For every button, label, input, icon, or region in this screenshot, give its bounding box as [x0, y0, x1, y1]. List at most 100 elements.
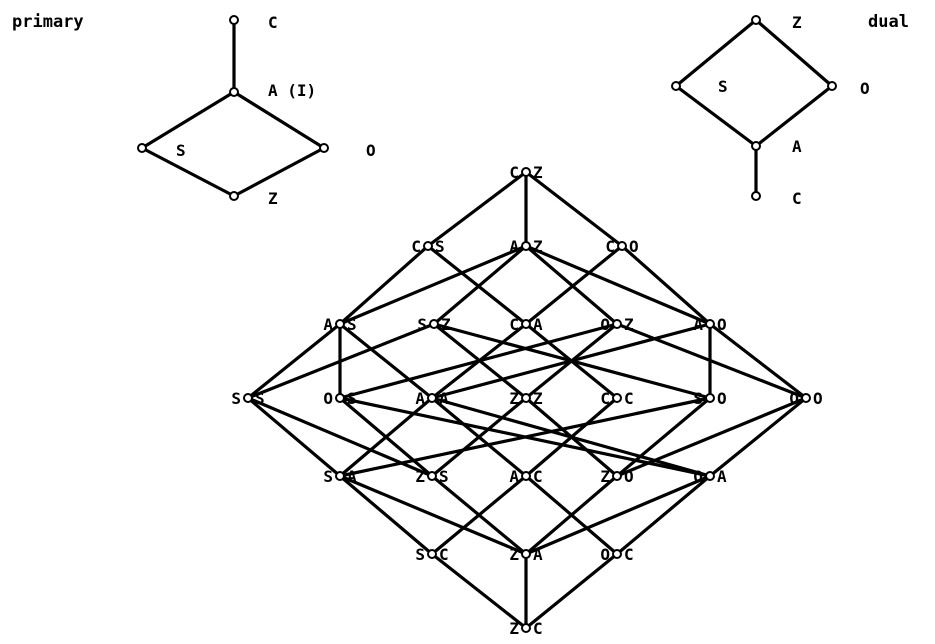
lattice-label-right-AA: A	[439, 389, 449, 408]
lattice-label-left-CA: C	[509, 315, 519, 334]
lattice-edge-ZA-ZS	[430, 474, 528, 556]
lattice-label-left-CO: C	[605, 237, 615, 256]
lattice-label-right-CO: O	[629, 237, 639, 256]
lattice-edge-CS-CZ	[426, 170, 528, 248]
lattice-node-AA	[427, 393, 437, 403]
lattice-node-SZ	[429, 319, 439, 329]
dual-node-Z	[751, 15, 761, 25]
primary-label-O: O	[366, 141, 376, 160]
lattice-node-AC	[521, 471, 531, 481]
lattice-label-right-CS: S	[435, 237, 445, 256]
lattice-edge-OA-OO	[708, 396, 808, 478]
lattice-label-left-CZ: C	[509, 163, 519, 182]
lattice-label-left-ZA: Z	[509, 545, 519, 564]
primary-title: primary	[12, 12, 84, 32]
dual-label-A: A	[792, 137, 802, 156]
dual-label-Z: Z	[792, 13, 802, 32]
lattice-label-right-ZO: O	[624, 467, 634, 486]
lattice-label-left-AS: A	[323, 315, 333, 334]
primary-label-Z: Z	[268, 189, 278, 208]
lattice-label-right-OZ: Z	[624, 315, 634, 334]
lattice-edge-SO-SZ	[432, 322, 712, 400]
lattice-label-right-OS: S	[347, 389, 357, 408]
dual-node-O	[827, 81, 837, 91]
lattice-edge-OA-AA	[430, 396, 712, 478]
lattice-node-ZZ	[521, 393, 531, 403]
lattice-label-left-CS: C	[411, 237, 421, 256]
dual-edge-Z-S	[674, 18, 758, 88]
dual-label-S: S	[718, 77, 728, 96]
lattice-label-left-ZC: Z	[509, 619, 519, 638]
dual-node-S	[671, 81, 681, 91]
lattice-label-right-ZC: C	[533, 619, 543, 638]
lattice-edge-SA-SS	[246, 396, 342, 478]
lattice-node-ZO	[612, 471, 622, 481]
lattice-label-left-AO: A	[693, 315, 703, 334]
lattice-node-OS	[335, 393, 345, 403]
lattice-edge-CO-CZ	[524, 170, 624, 248]
primary-edge-O-Z	[232, 146, 326, 198]
lattice-label-right-AZ: Z	[533, 237, 543, 256]
lattice-label-right-SO: O	[717, 389, 727, 408]
lattice-node-ZA	[521, 549, 531, 559]
lattice-node-ZS	[427, 471, 437, 481]
lattice-label-left-OZ: O	[600, 315, 610, 334]
dual-edge-Z-O	[754, 18, 834, 88]
lattice-label-left-OO: O	[789, 389, 799, 408]
lattice-edge-ZZ-SZ	[432, 322, 528, 400]
lattice-label-left-ZZ: Z	[509, 389, 519, 408]
lattice-label-right-CA: A	[533, 315, 543, 334]
dual-node-A	[751, 141, 761, 151]
lattice-node-CO	[617, 241, 627, 251]
lattice-label-left-AZ: A	[509, 237, 519, 256]
lattice-label-right-AS: S	[347, 315, 357, 334]
lattice-label-left-SZ: S	[417, 315, 427, 334]
primary-label-C: C	[268, 13, 278, 32]
lattice-label-right-ZA: A	[533, 545, 543, 564]
lattice-node-OA	[705, 471, 715, 481]
dual-title: dual	[868, 12, 909, 32]
lattice-node-AO	[705, 319, 715, 329]
lattice-edge-ZC-OC	[524, 552, 619, 630]
primary-edge-A-O	[232, 90, 326, 150]
lattice-edge-AS-AZ	[338, 244, 528, 326]
lattice-node-OC	[612, 549, 622, 559]
lattice-label-left-AA: A	[415, 389, 425, 408]
lattice-edge-ZA-OA	[524, 474, 712, 556]
lattice-label-right-CC: C	[624, 389, 634, 408]
lattice-edge-SZ-AZ	[432, 244, 528, 326]
primary-label-S: S	[176, 141, 186, 160]
lattice-edge-CA-CS	[426, 244, 528, 326]
lattice-node-CS	[423, 241, 433, 251]
lattice-label-left-AC: A	[509, 467, 519, 486]
primary-edge-S-Z	[140, 146, 236, 198]
lattice-label-right-SS: S	[255, 389, 265, 408]
dual-edge-O-A	[754, 84, 834, 148]
lattice-edge-AA-AS	[338, 322, 434, 400]
lattice-edge-ZC-SC	[430, 552, 528, 630]
lattice-label-right-ZS: S	[439, 467, 449, 486]
lattice-node-CZ	[521, 167, 531, 177]
lattice-node-OO	[801, 393, 811, 403]
lattice-edge-OC-OA	[615, 474, 712, 556]
lattice-node-ZC	[521, 623, 531, 633]
lattice-edge-OC-AC	[524, 474, 619, 556]
lattice-label-right-OO: O	[813, 389, 823, 408]
lattice-label-left-ZS: Z	[415, 467, 425, 486]
primary-label-A: A (I)	[268, 81, 316, 100]
lattice-label-right-OA: A	[717, 467, 727, 486]
lattice-label-right-ZZ: Z	[533, 389, 543, 408]
lattice-node-SO	[705, 393, 715, 403]
lattice-label-left-SS: S	[231, 389, 241, 408]
lattice-label-left-OA: O	[693, 467, 703, 486]
primary-edge-A-S	[140, 90, 236, 150]
lattice-node-AZ	[521, 241, 531, 251]
lattice-node-AS	[335, 319, 345, 329]
lattice-edge-AO-AZ	[524, 244, 712, 326]
lattice-node-SC	[427, 549, 437, 559]
lattice-node-CA	[521, 319, 531, 329]
dual-label-C: C	[792, 189, 802, 208]
lattice-label-right-SA: A	[347, 467, 357, 486]
lattice-label-left-SC: S	[415, 545, 425, 564]
